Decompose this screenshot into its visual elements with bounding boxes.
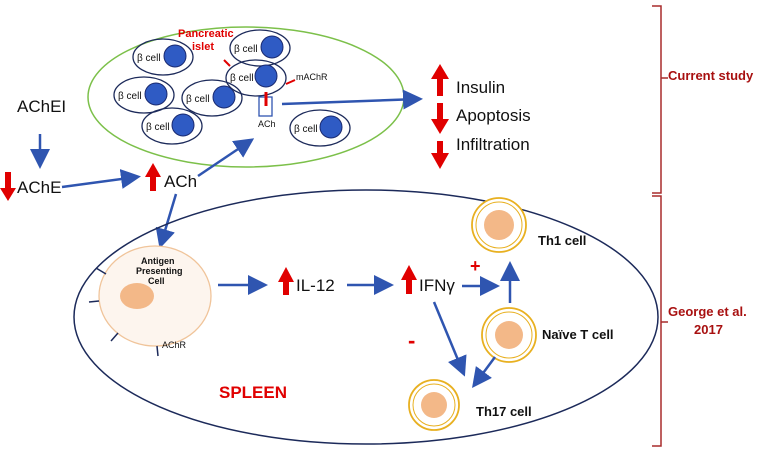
beta-cell-6: β cell: [141, 107, 203, 145]
spleen-outline: [73, 189, 659, 445]
naive-t-label: Naïve T cell: [542, 327, 614, 342]
beta-cell-1: β cell: [132, 38, 194, 76]
arrow-islet-to-outcomes: [281, 89, 423, 110]
ach-up-arrow: [145, 163, 161, 191]
infiltration-down-arrow: [431, 141, 449, 169]
svg-text:β cell: β cell: [137, 53, 161, 64]
george-label-line1: George et al.: [668, 304, 747, 319]
spleen-label: SPLEEN: [219, 383, 287, 402]
apoptosis-down-arrow: [431, 103, 449, 134]
il12-label: IL-12: [296, 276, 335, 295]
ache-down-arrow: [0, 172, 16, 201]
achr-tick-1: [95, 267, 107, 275]
achr-label: AChR: [162, 340, 187, 350]
svg-text:β cell: β cell: [294, 124, 318, 135]
arrow-ach-to-apc: [155, 193, 178, 249]
ach-label: ACh: [164, 172, 197, 191]
machr-label: mAChR: [296, 72, 328, 82]
ach-small-label: ACh: [258, 119, 276, 129]
achr-tick-2: [88, 300, 100, 303]
insulin-up-arrow: [431, 64, 449, 96]
current-study-label: Current study: [668, 68, 754, 83]
beta-cell-7: β cell: [289, 109, 351, 147]
apoptosis-label: Apoptosis: [456, 106, 531, 125]
th1-cell: [471, 197, 527, 253]
bracket-george: [652, 195, 662, 447]
apc-label-line2: Presenting: [136, 266, 183, 276]
ifng-label: IFNγ: [419, 276, 455, 295]
ifng-up-arrow: [401, 265, 417, 294]
svg-text:β cell: β cell: [234, 44, 258, 55]
insulin-label: Insulin: [456, 78, 505, 97]
islet-label-line1: Pancreatic: [178, 28, 234, 40]
arrow-naive-to-th17: [472, 356, 497, 389]
apc-nucleus: [120, 283, 154, 309]
infiltration-label: Infiltration: [456, 135, 530, 154]
svg-text:β cell: β cell: [118, 91, 142, 102]
svg-text:β cell: β cell: [146, 122, 170, 133]
arrow-ifng-to-th17: [432, 301, 467, 377]
beta-cell-3: β cell: [113, 76, 175, 114]
ache-label: AChE: [17, 178, 61, 197]
apc-cell: [98, 245, 212, 347]
th17-cell: [408, 379, 460, 431]
apc-label-line1: Antigen: [141, 256, 175, 266]
bracket-current-study: [652, 5, 662, 194]
minus-sign: -: [408, 328, 415, 353]
beta-cell-2: β cell: [229, 29, 291, 67]
george-label-line2: 2017: [694, 322, 723, 337]
islet-label-line2: islet: [192, 41, 214, 53]
receptor-mark-right: [285, 79, 296, 85]
th1-label: Th1 cell: [538, 233, 586, 248]
plus-sign: +: [470, 256, 481, 276]
beta-cell-5: β cell: [225, 59, 287, 97]
svg-text:β cell: β cell: [230, 73, 254, 84]
apc-label-line3: Cell: [148, 276, 165, 286]
receptor-mark-left: [223, 59, 231, 67]
il12-up-arrow: [278, 267, 294, 295]
beta-cell-4: β cell: [181, 79, 243, 117]
naive-t-cell: [481, 307, 537, 363]
acheI-label: AChEI: [17, 97, 66, 116]
th17-label: Th17 cell: [476, 404, 532, 419]
achr-tick-3: [110, 332, 119, 342]
svg-text:β cell: β cell: [186, 94, 210, 105]
achr-tick-4: [156, 345, 159, 357]
arrow-ach-to-islet: [197, 138, 255, 178]
arrow-ache-to-ach: [61, 169, 141, 189]
